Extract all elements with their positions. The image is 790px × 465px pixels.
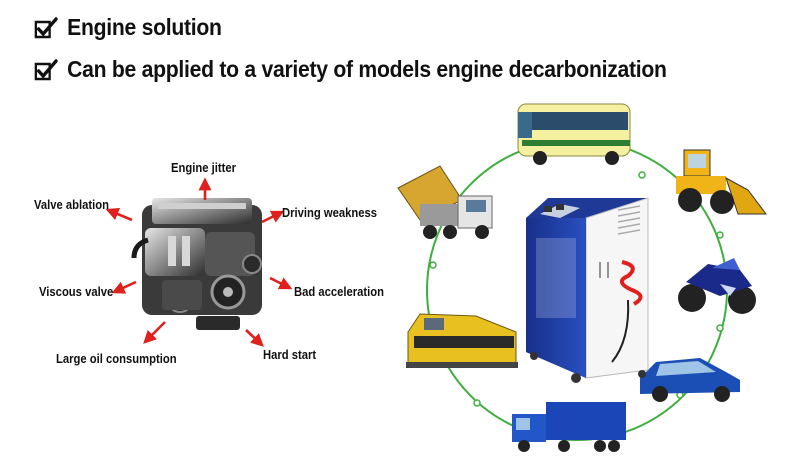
headline-models: Can be applied to a variety of models en… (34, 56, 667, 83)
arrow-bad-acceleration (269, 276, 293, 290)
label-viscous-valve: Viscous valve (39, 285, 114, 299)
headline-text: Engine solution (67, 14, 222, 40)
label-valve-ablation: Valve ablation (34, 198, 110, 212)
checkbox-check-icon (34, 58, 58, 80)
label-hard-start: Hard start (263, 348, 317, 362)
train-icon (406, 313, 518, 368)
headline-text: Can be applied to a variety of models en… (67, 56, 667, 82)
bus-icon (517, 103, 631, 165)
arrow-large-oil (143, 321, 166, 344)
wheel-loader-icon (676, 149, 767, 215)
label-bad-acceleration: Bad acceleration (294, 285, 385, 299)
semi-truck-icon (512, 402, 626, 452)
label-driving-weakness: Driving weakness (282, 206, 378, 220)
checkbox-check-icon (34, 16, 58, 38)
engine-image (131, 198, 262, 330)
arrow-viscous-valve (111, 280, 137, 294)
headline-engine-solution: Engine solution (34, 14, 222, 41)
dump-truck-icon (397, 165, 493, 239)
arrow-driving-weakness (261, 210, 285, 224)
label-large-oil-consumption: Large oil consumption (56, 352, 177, 366)
label-engine-jitter: Engine jitter (171, 161, 237, 175)
ring-nodes (429, 171, 724, 407)
arrow-valve-ablation (105, 208, 133, 222)
symptom-arrows (105, 177, 293, 347)
arrow-hard-start (245, 329, 264, 347)
motorcycle-icon (678, 258, 756, 314)
decarbonization-machine (526, 197, 649, 383)
sedan-car-icon (640, 358, 740, 402)
